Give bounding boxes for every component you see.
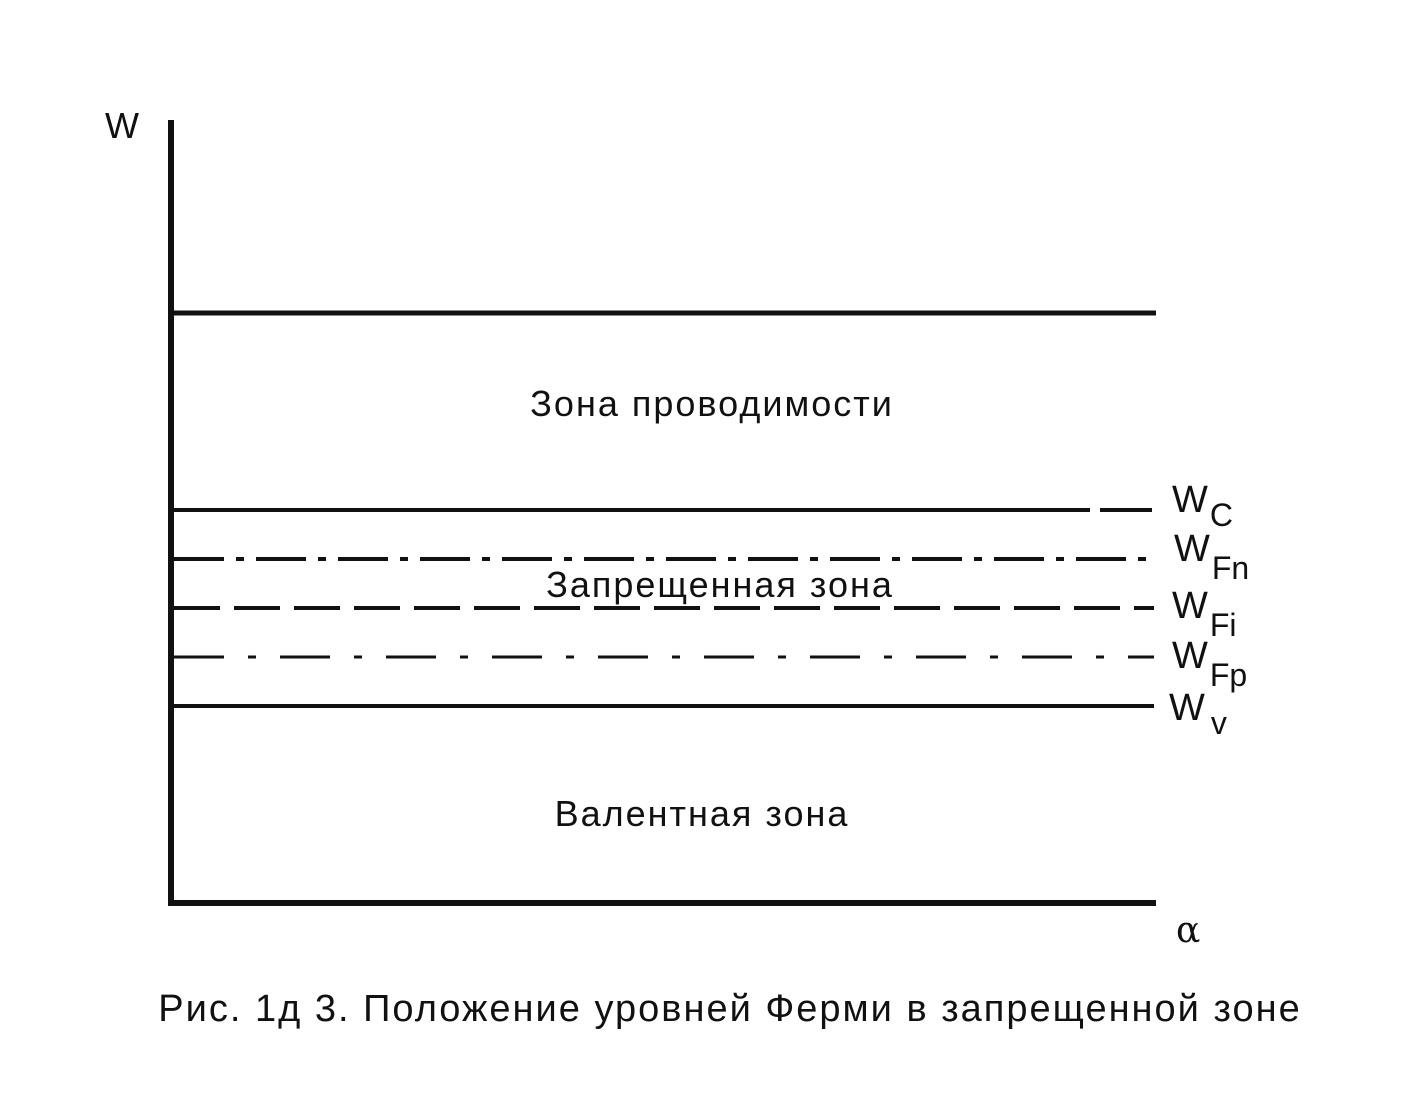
wfi-sub: Fi	[1210, 607, 1237, 643]
wfp-main: W	[1172, 635, 1208, 677]
wfi-level-label: WFi	[1172, 585, 1237, 643]
wfp-level-label: WFp	[1172, 635, 1247, 693]
wfn-level-label: WFn	[1174, 528, 1249, 586]
wfn-main: W	[1174, 528, 1210, 570]
wv-sub: v	[1211, 705, 1227, 741]
alpha-axis-label: α	[1176, 910, 1200, 951]
wc-sub: C	[1210, 497, 1233, 533]
conduction-band-label: Зона проводимости	[530, 383, 894, 424]
figure-caption: Рис. 1д 3. Положение уровней Ферми в зап…	[158, 988, 1302, 1030]
valence-band-label: Валентная зона	[555, 793, 850, 834]
wfp-sub: Fp	[1210, 657, 1247, 693]
wc-main: W	[1172, 479, 1208, 521]
wv-main: W	[1169, 687, 1205, 729]
wc-level-label: WC	[1172, 479, 1233, 533]
wfi-main: W	[1172, 585, 1208, 627]
wfn-sub: Fn	[1212, 550, 1249, 586]
forbidden-band-label: Запрещенная зона	[546, 564, 894, 605]
energy-axis-label: W	[105, 105, 139, 146]
